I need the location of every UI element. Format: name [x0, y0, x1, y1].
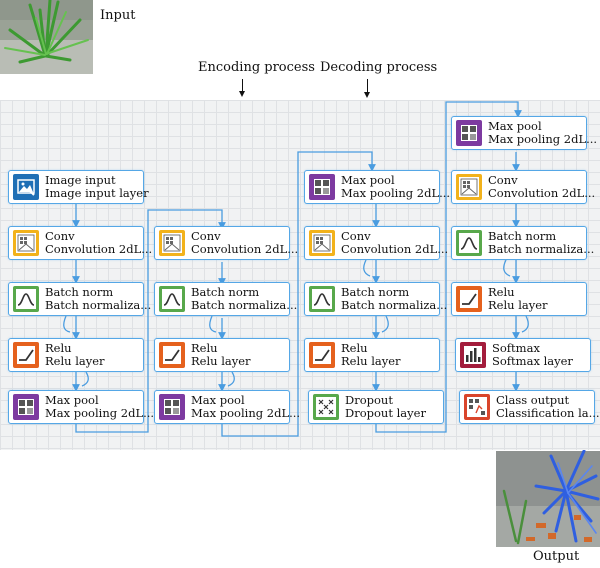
- layer-subtitle: Max pooling 2dL...: [488, 132, 598, 146]
- image-input-icon: [13, 174, 39, 200]
- layer-title: Max pool: [488, 119, 542, 133]
- bell-curve-icon: [309, 286, 335, 312]
- layer-title: Batch norm: [191, 285, 260, 299]
- convolution-icon: [456, 174, 482, 200]
- class-output-icon: [464, 394, 490, 420]
- layer-subtitle: Max pooling 2dL...: [341, 186, 451, 200]
- layer-title: Softmax: [492, 341, 540, 355]
- layer-subtitle: Convolution 2dL...: [341, 242, 449, 256]
- dropout-icon: [313, 394, 339, 420]
- layer-title: Conv: [191, 229, 221, 243]
- convolution-icon: [159, 230, 185, 256]
- output-label: Output: [533, 549, 580, 564]
- layer-batch-norm[interactable]: Batch norm Batch normaliza...: [8, 282, 152, 316]
- layer-batch-norm[interactable]: Batch norm Batch normaliza...: [451, 226, 595, 260]
- layer-conv[interactable]: Conv Convolution 2dL...: [8, 226, 153, 260]
- layer-subtitle: Max pooling 2dL...: [191, 406, 301, 420]
- layer-subtitle: Relu layer: [45, 354, 105, 368]
- layer-title: Max pool: [191, 393, 245, 407]
- layer-subtitle: Softmax layer: [492, 354, 573, 368]
- layer-title: Conv: [488, 173, 518, 187]
- layer-title: Conv: [45, 229, 75, 243]
- layer-subtitle: Convolution 2dL...: [191, 242, 299, 256]
- layer-conv[interactable]: Conv Convolution 2dL...: [451, 170, 596, 204]
- layer-title: Batch norm: [45, 285, 114, 299]
- ramp-icon: [309, 342, 335, 368]
- layer-max-pool[interactable]: Max pool Max pooling 2dL...: [8, 390, 155, 424]
- layer-title: Relu: [191, 341, 218, 355]
- layer-class-output[interactable]: Class output Classification la...: [459, 390, 600, 424]
- layer-title: Conv: [341, 229, 371, 243]
- layer-relu[interactable]: Relu Relu layer: [8, 338, 144, 372]
- layer-subtitle: Convolution 2dL...: [488, 186, 596, 200]
- input-label: Input: [100, 8, 136, 23]
- layer-batch-norm[interactable]: Batch norm Batch normaliza...: [304, 282, 448, 316]
- layer-subtitle: Relu layer: [341, 354, 401, 368]
- bell-curve-icon: [456, 230, 482, 256]
- layer-title: Batch norm: [488, 229, 557, 243]
- bar-chart-icon: [460, 342, 486, 368]
- layer-max-pool[interactable]: Max pool Max pooling 2dL...: [304, 170, 451, 204]
- layer-relu[interactable]: Relu Relu layer: [154, 338, 290, 372]
- layer-title: Relu: [341, 341, 368, 355]
- bell-curve-icon: [159, 286, 185, 312]
- layer-title: Relu: [45, 341, 72, 355]
- layer-relu[interactable]: Relu Relu layer: [304, 338, 440, 372]
- layer-subtitle: Classification la...: [496, 406, 600, 420]
- pool-grid-icon: [13, 394, 39, 420]
- layer-subtitle: Batch normaliza...: [488, 242, 595, 256]
- layer-title: Relu: [488, 285, 515, 299]
- layer-title: Class output: [496, 393, 570, 407]
- layer-title: Batch norm: [341, 285, 410, 299]
- pool-grid-icon: [309, 174, 335, 200]
- input-image: [0, 0, 93, 74]
- pool-grid-icon: [159, 394, 185, 420]
- layer-subtitle: Convolution 2dL...: [45, 242, 153, 256]
- decoding-label: Decoding process: [320, 60, 438, 75]
- output-image: [496, 449, 600, 547]
- encoding-label: Encoding process: [198, 60, 315, 75]
- layer-subtitle: Image input layer: [45, 186, 149, 200]
- layer-conv[interactable]: Conv Convolution 2dL...: [154, 226, 299, 260]
- layer-max-pool[interactable]: Max pool Max pooling 2dL...: [451, 116, 598, 150]
- layer-title: Dropout: [345, 393, 393, 407]
- ramp-icon: [456, 286, 482, 312]
- layer-title: Max pool: [341, 173, 395, 187]
- layer-max-pool[interactable]: Max pool Max pooling 2dL...: [154, 390, 301, 424]
- layer-subtitle: Batch normaliza...: [45, 298, 152, 312]
- convolution-icon: [13, 230, 39, 256]
- decoding-arrow-icon: [364, 79, 370, 98]
- pool-grid-icon: [456, 120, 482, 146]
- layer-subtitle: Dropout layer: [345, 406, 426, 420]
- layer-softmax[interactable]: Softmax Softmax layer: [455, 338, 591, 372]
- layer-subtitle: Relu layer: [191, 354, 251, 368]
- layer-image-input[interactable]: Image input Image input layer: [8, 170, 149, 204]
- layer-subtitle: Batch normaliza...: [341, 298, 448, 312]
- layer-title: Max pool: [45, 393, 99, 407]
- layer-relu[interactable]: Relu Relu layer: [451, 282, 587, 316]
- layer-subtitle: Max pooling 2dL...: [45, 406, 155, 420]
- encoding-arrow-icon: [239, 79, 245, 97]
- layer-conv[interactable]: Conv Convolution 2dL...: [304, 226, 449, 260]
- convolution-icon: [309, 230, 335, 256]
- layer-dropout[interactable]: Dropout Dropout layer: [308, 390, 444, 424]
- layer-subtitle: Relu layer: [488, 298, 548, 312]
- ramp-icon: [13, 342, 39, 368]
- layer-batch-norm[interactable]: Batch norm Batch normaliza...: [154, 282, 298, 316]
- layer-title: Image input: [45, 173, 116, 187]
- ramp-icon: [159, 342, 185, 368]
- bell-curve-icon: [13, 286, 39, 312]
- layer-subtitle: Batch normaliza...: [191, 298, 298, 312]
